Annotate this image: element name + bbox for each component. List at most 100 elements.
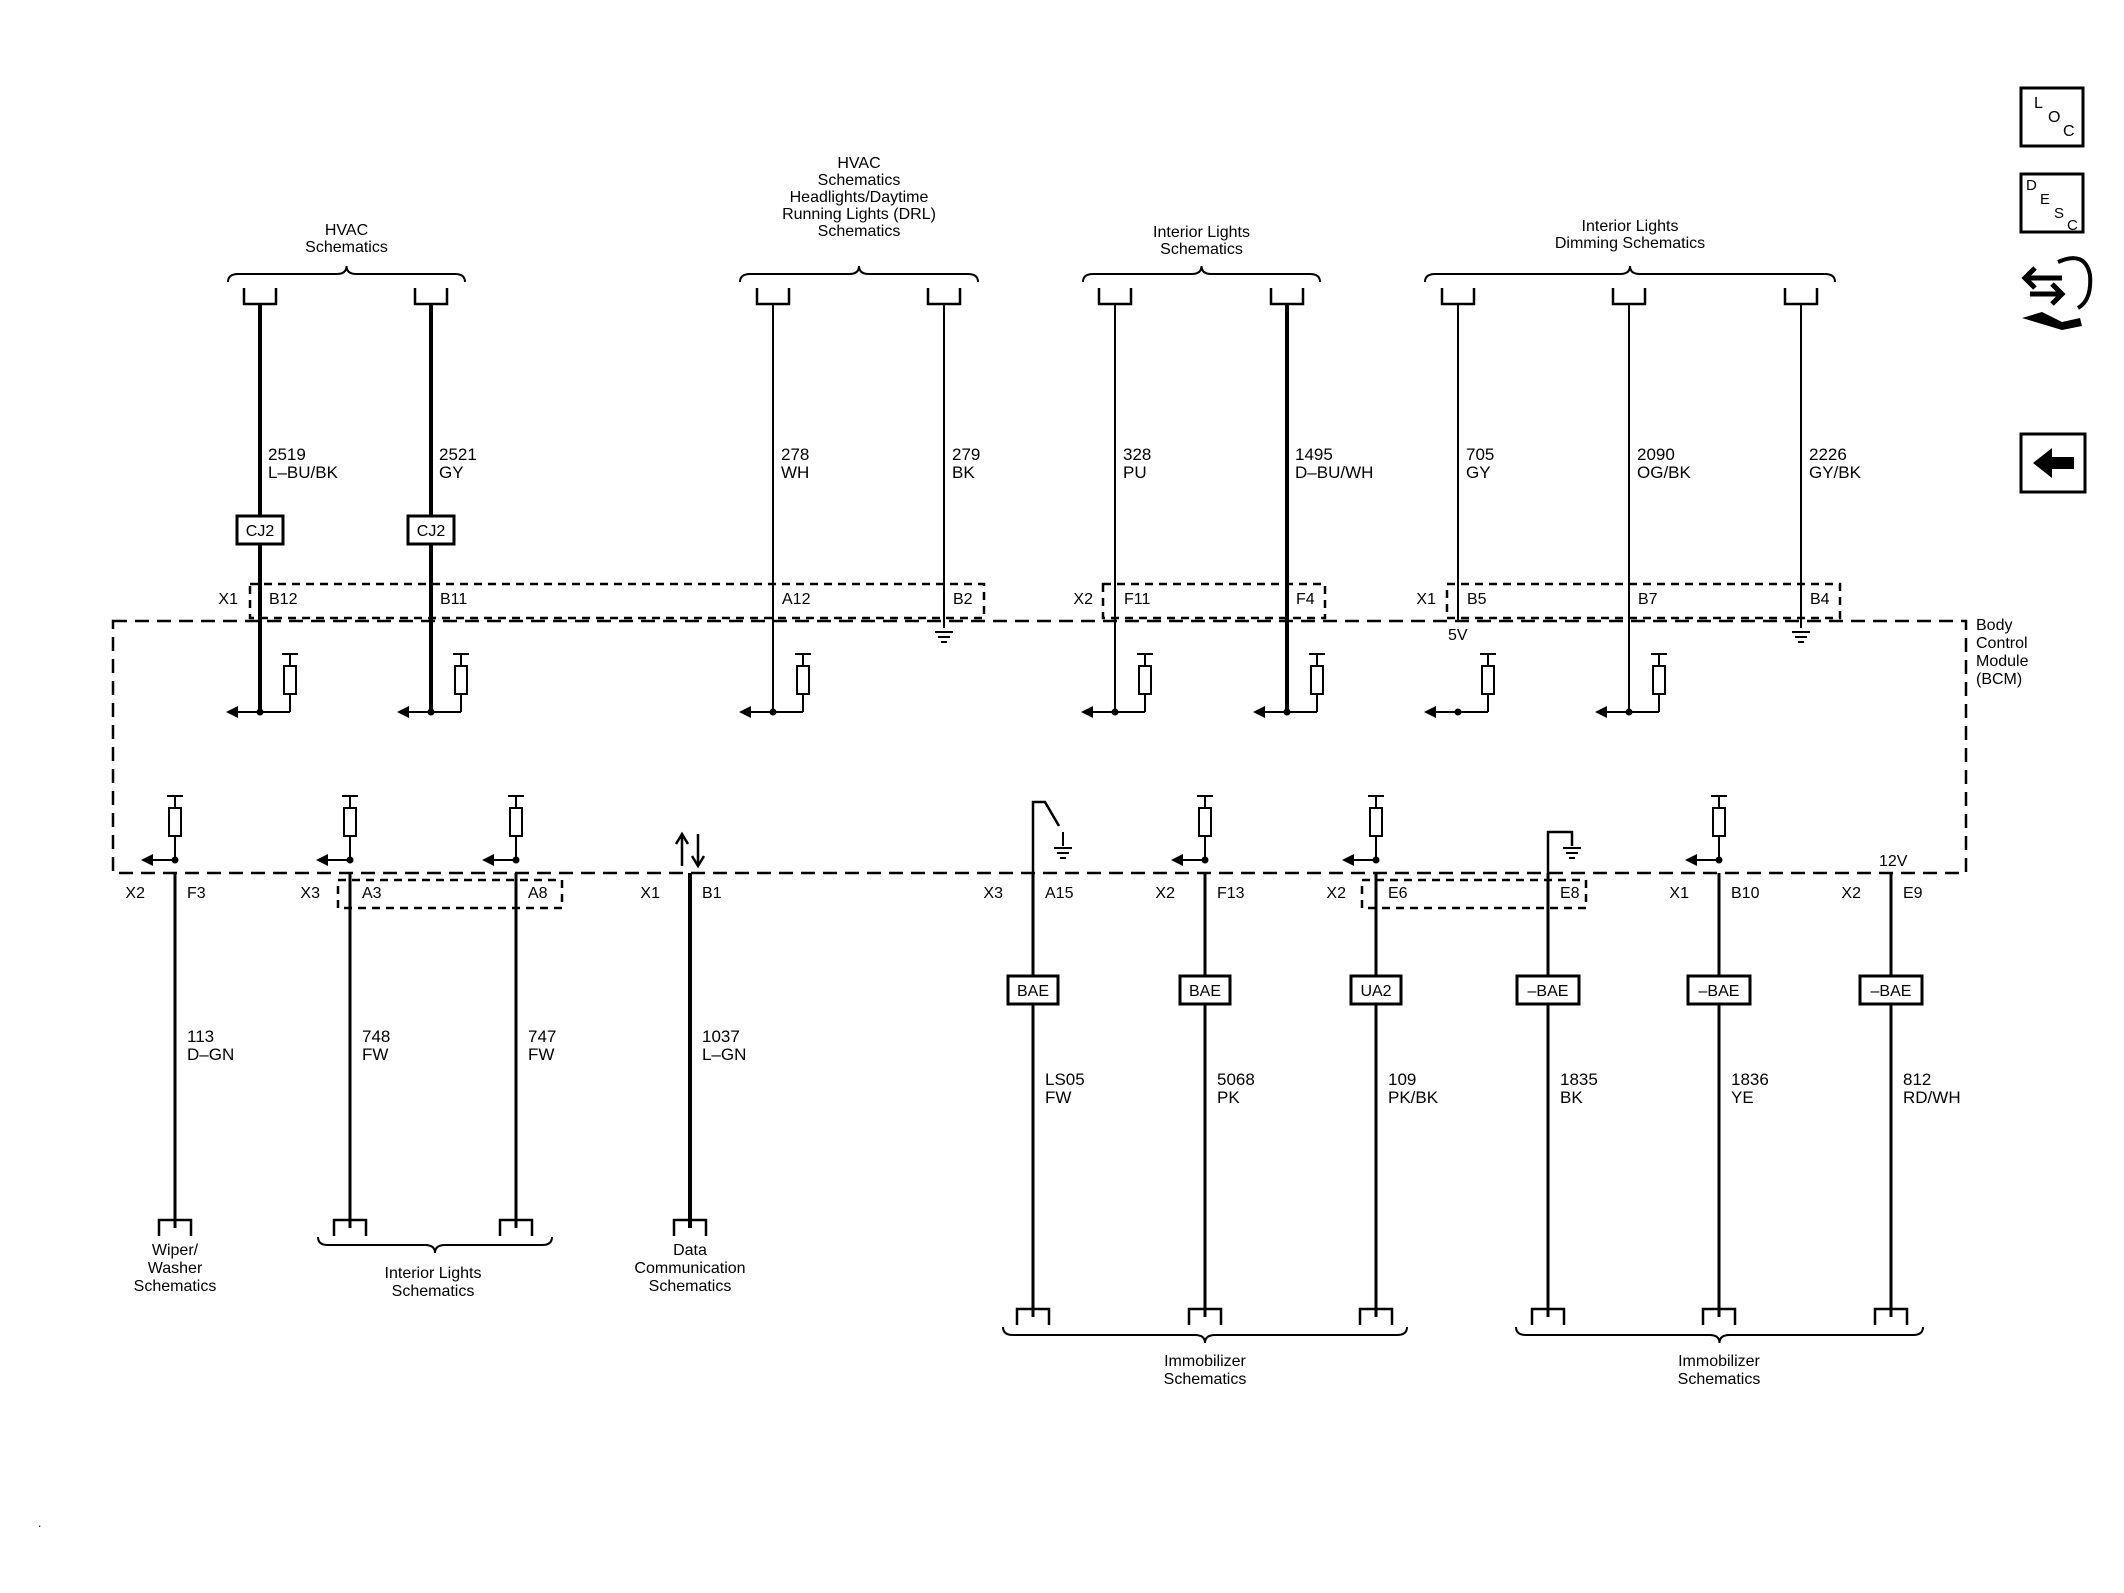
bottom-wire-circuit: 1836: [1731, 1070, 1769, 1089]
bcm-label: Module: [1976, 653, 2029, 670]
top-wire-circuit: 278: [781, 445, 809, 464]
repair-procedure-icon[interactable]: [2021, 256, 2093, 330]
top-group-title: Interior Lights: [1153, 224, 1250, 241]
top-group-title: Headlights/Daytime: [790, 189, 929, 206]
bcm-label: Body: [1976, 617, 2012, 634]
bottom-pin-label: A8: [528, 885, 548, 902]
top-wire-color: GY: [1466, 463, 1491, 482]
bottom-connector-id: X2: [1326, 885, 1346, 902]
top-wire-circuit: 1495: [1295, 445, 1333, 464]
bcm-boundary: [111, 619, 1968, 875]
connector-housing-x1b-top: [1445, 582, 1842, 620]
serial-data-arrow-down: [690, 834, 706, 869]
top-pin-label: B7: [1638, 591, 1658, 608]
input-arrow: [1081, 706, 1093, 718]
bottom-wire-color: YE: [1731, 1088, 1754, 1107]
bottom-wire-circuit: 1835: [1560, 1070, 1598, 1089]
top-wire-circuit: 2519: [268, 445, 306, 464]
bottom-wire-terminal: [1701, 1307, 1737, 1325]
bottom-pin-label: E6: [1388, 885, 1408, 902]
desc-button-letter: S: [2054, 205, 2064, 222]
bottom-wire-terminal: [1187, 1307, 1223, 1325]
input-arrow: [739, 706, 751, 718]
input-arrow: [397, 706, 409, 718]
pullup-resistor: [796, 665, 810, 695]
bottom-connector-id: X2: [125, 885, 145, 902]
bottom-wire-circuit: 109: [1388, 1070, 1416, 1089]
option-code-label-box: [1006, 974, 1060, 1006]
back-button[interactable]: [2019, 432, 2087, 494]
bottom-group-title: Immobilizer: [1678, 1353, 1760, 1370]
top-wire-circuit: 328: [1123, 445, 1151, 464]
bottom-group-brace: [317, 1236, 553, 1254]
top-wire-circuit: 2090: [1637, 445, 1675, 464]
input-arrow: [1685, 854, 1697, 866]
top-wire-color: PU: [1123, 463, 1147, 482]
top-pin-label: A12: [782, 591, 811, 608]
top-group-brace: [227, 265, 466, 283]
top-wire-circuit: 705: [1466, 445, 1494, 464]
bottom-group-title: Wiper/: [152, 1242, 199, 1259]
pullup-resistor: [168, 807, 182, 837]
top-group-title: Schematics: [818, 223, 901, 240]
top-wire-color: D–BU/WH: [1295, 463, 1373, 482]
top-group-title: HVAC: [325, 222, 368, 239]
option-code-label-box: [1686, 974, 1752, 1006]
inline-connector-label-box: [406, 514, 456, 546]
top-connector-id: X2: [1073, 591, 1093, 608]
bottom-wire-color: L–GN: [702, 1045, 746, 1064]
top-group-title: Schematics: [305, 239, 388, 256]
option-code-label: –BAE: [1528, 983, 1569, 1000]
loc-button[interactable]: LOC: [2019, 86, 2085, 148]
bottom-group-title: Interior Lights: [385, 1265, 482, 1282]
top-group-title: Dimming Schematics: [1555, 235, 1705, 252]
bottom-wire-terminal: [1358, 1307, 1394, 1325]
ground-symbol: [1563, 847, 1581, 859]
bottom-wire-color: PK/BK: [1388, 1088, 1439, 1107]
bottom-pin-label: A15: [1045, 885, 1074, 902]
input-arrow: [482, 854, 494, 866]
top-wire-circuit: 2226: [1809, 445, 1847, 464]
corner-mark: .: [38, 1516, 41, 1530]
option-code-label: BAE: [1189, 983, 1221, 1000]
inline-connector-label: CJ2: [246, 523, 275, 540]
switch-contact: [1031, 800, 1061, 873]
top-wire-color: BK: [952, 463, 975, 482]
bottom-connector-id: X1: [1669, 885, 1689, 902]
input-arrow: [1171, 854, 1183, 866]
repair-car-outline: [2057, 256, 2093, 310]
top-pin-label: B12: [269, 591, 298, 608]
bottom-group-title: Schematics: [1164, 1371, 1247, 1388]
loc-button-letter: O: [2048, 109, 2060, 126]
bottom-connector-id: X2: [1841, 885, 1861, 902]
desc-button-letter: E: [2040, 191, 2050, 208]
bottom-pin-label: B10: [1731, 885, 1760, 902]
bottom-group-title: Communication: [634, 1260, 745, 1277]
ground-symbol: [1054, 847, 1072, 859]
top-group-brace: [1082, 265, 1321, 283]
top-wire-color: L–BU/BK: [268, 463, 339, 482]
pullup-resistor: [1310, 665, 1324, 695]
top-wire-color: GY: [439, 463, 464, 482]
top-pin-label: B11: [440, 591, 467, 608]
supply-voltage: 12V: [1879, 853, 1908, 870]
bottom-wire-color: FW: [528, 1045, 554, 1064]
top-group-brace: [739, 265, 979, 283]
bcm-label: Control: [1976, 635, 2028, 652]
option-code-label-box: [1349, 974, 1403, 1006]
loc-button-letter: C: [2063, 123, 2075, 140]
bottom-wire-circuit: 812: [1903, 1070, 1931, 1089]
option-code-label: UA2: [1360, 983, 1391, 1000]
pullup-resistor: [1138, 665, 1152, 695]
option-code-label-box: [1858, 974, 1924, 1006]
top-pin-label: B4: [1810, 591, 1830, 608]
bottom-wire-color: RD/WH: [1903, 1088, 1961, 1107]
bottom-group-title: Immobilizer: [1164, 1353, 1246, 1370]
repair-arrows: [2021, 266, 2066, 306]
top-group-brace: [1424, 265, 1836, 283]
bottom-pin-label: A3: [362, 885, 382, 902]
bottom-connector-id: X1: [640, 885, 660, 902]
bottom-pin-label: E8: [1560, 885, 1580, 902]
bottom-wire-color: FW: [1045, 1088, 1071, 1107]
